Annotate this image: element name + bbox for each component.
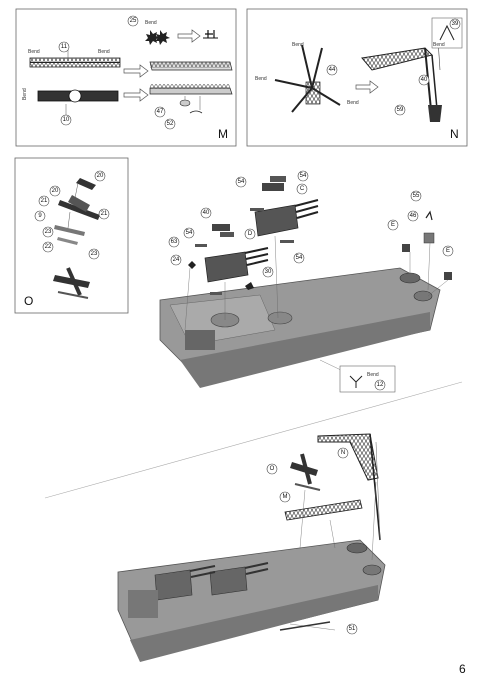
part-number-label: 54 xyxy=(296,255,303,261)
part-number-label: 47 xyxy=(157,109,164,115)
part-number-label: 52 xyxy=(167,121,174,127)
part-number-label: 20 xyxy=(97,173,104,179)
part-callouts-upper: 54 54 C 40 D 63 54 54 24 30 55 46 E xyxy=(168,170,454,391)
bend-label: Bend xyxy=(292,42,304,48)
part-number-label: 55 xyxy=(413,193,420,199)
panel-o-letter: O xyxy=(24,294,33,308)
panel-n: Bend Bend Bend Bend 39 44 40 59 N xyxy=(246,8,468,147)
part-number-label: E xyxy=(391,222,395,228)
part-number-label: 39 xyxy=(452,21,459,27)
part-number-label: 22 xyxy=(45,244,52,250)
bend-label: Bend xyxy=(145,20,157,26)
panel-m: Bend Bend Bend Bend 25 11 xyxy=(15,8,237,147)
seaplane-exploded xyxy=(54,178,100,245)
seaplane xyxy=(290,453,321,491)
part-number-label: 30 xyxy=(265,269,272,275)
panel-o-frame xyxy=(14,157,129,314)
part-callouts-o: 20 20 21 21 9 23 22 23 xyxy=(34,170,110,260)
part-number-label: 21 xyxy=(41,198,48,204)
part-number-label: 21 xyxy=(101,211,108,217)
part-number-label: 40 xyxy=(203,210,210,216)
panel-m-frame xyxy=(15,8,237,147)
part-number-label: 54 xyxy=(238,179,245,185)
part-number-label: 25 xyxy=(130,18,137,24)
upper-hull-assembly: Bend 54 54 C 40 D 63 54 54 24 30 55 46 xyxy=(159,170,454,393)
part-number-label: 59 xyxy=(397,107,404,113)
turrets-final xyxy=(154,562,269,601)
part-number-label: 9 xyxy=(38,213,42,219)
part-callouts-n: 39 44 40 59 xyxy=(326,18,461,116)
part-number-label: D xyxy=(248,231,253,237)
part-number-label: 46 xyxy=(410,213,417,219)
crane-assembled-n xyxy=(361,39,442,122)
bend-label: Bend xyxy=(255,76,267,82)
part-callouts-lower: N O M 51 xyxy=(266,447,358,635)
part-number-label: 20 xyxy=(52,188,59,194)
part-number-label: 44 xyxy=(329,67,336,73)
inset-bend-label: Bend xyxy=(433,42,445,48)
part-number-label: 11 xyxy=(61,44,68,50)
section-divider xyxy=(44,381,463,499)
part-number-label: 54 xyxy=(186,230,193,236)
seaplane-assembled xyxy=(53,267,90,299)
part-number-label: 51 xyxy=(349,626,356,632)
part-number-label: 24 xyxy=(173,257,180,263)
part-number-label: 23 xyxy=(91,251,98,257)
part-number-label: 63 xyxy=(171,239,178,245)
hull-side xyxy=(180,312,430,388)
turret-lower xyxy=(204,247,269,283)
part-number-label: 54 xyxy=(300,173,307,179)
part-number-label: E xyxy=(446,248,450,254)
crane xyxy=(317,433,381,541)
part-number-label: 10 xyxy=(63,117,70,123)
turret-upper xyxy=(254,199,319,237)
lower-hull-assembly: N O M 51 xyxy=(117,433,386,662)
part-callouts-m: 25 11 10 47 52 xyxy=(58,15,176,130)
part-number-label: M xyxy=(283,494,288,500)
page-number: 6 xyxy=(459,662,466,676)
bend-label: Bend xyxy=(98,49,110,55)
part-number-label: 40 xyxy=(421,77,428,83)
part-number-label: 12 xyxy=(377,382,384,388)
bend-label: Bend xyxy=(28,49,40,55)
part-44-crane-legs xyxy=(274,44,341,113)
part-51-rail xyxy=(279,621,331,631)
part-number-label: N xyxy=(341,450,345,456)
part-number-label: O xyxy=(270,466,275,472)
part-number-label: C xyxy=(300,186,305,192)
panel-n-frame xyxy=(246,8,468,147)
bend-label: Bend xyxy=(347,100,359,106)
panel-n-letter: N xyxy=(450,127,459,141)
part-number-label: 23 xyxy=(45,229,52,235)
bend-label: Bend xyxy=(22,88,28,100)
catapult xyxy=(284,499,363,521)
bend-label: Bend xyxy=(367,372,379,378)
panel-o: 20 20 21 21 9 23 22 23 O xyxy=(14,157,129,314)
panel-m-letter: M xyxy=(218,127,228,141)
